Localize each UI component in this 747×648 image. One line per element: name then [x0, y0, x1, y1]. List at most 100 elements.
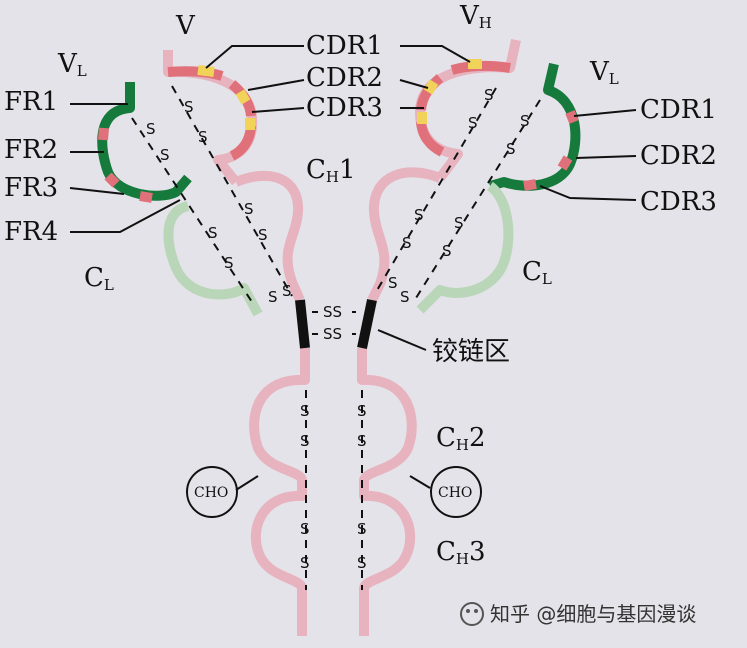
light-right-cdr-red-1 — [565, 110, 579, 124]
center-cdr2-label: CDR2 — [306, 63, 383, 93]
ch3-num: 3 — [469, 537, 486, 567]
s-label: S — [208, 224, 218, 242]
ch3-sub: H — [456, 550, 469, 568]
light-chain-left-cl-domain — [163, 201, 263, 317]
heavy-chain-left-ch1-domain — [234, 170, 305, 303]
s-label: S — [357, 554, 367, 572]
s-label: S — [258, 226, 268, 244]
light-chain-right — [416, 62, 581, 314]
heavy-chain-right-ch1-domain — [367, 167, 442, 303]
leader-right-cdr1 — [573, 109, 637, 117]
s-label: S — [146, 120, 156, 138]
cl-right-sub: L — [542, 270, 552, 288]
ch2-main: C — [436, 423, 456, 453]
ch1-label: CH1 — [306, 155, 356, 186]
cho-left-label: CHO — [194, 485, 228, 501]
hinge-ss-bg-2 — [322, 325, 348, 342]
right-cdr1-label: CDR1 — [640, 95, 717, 125]
hinge-ss-label-2: SS — [323, 325, 342, 343]
right-cdr3-label: CDR3 — [640, 187, 717, 217]
light-right-cdr-red-2 — [557, 155, 573, 171]
s-label: S — [300, 402, 310, 420]
s-label: S — [300, 520, 310, 538]
cl-left-sub: L — [104, 276, 114, 294]
s-label: S — [454, 214, 464, 232]
vl-left-sub: L — [77, 62, 87, 80]
leader-lines — [69, 45, 637, 351]
disulfide-dashes — [131, 85, 541, 590]
leader-left-fr3 — [69, 187, 125, 195]
vl-right-sub: L — [609, 70, 619, 88]
s-label: S — [400, 288, 410, 306]
cho-left-connector — [235, 475, 259, 491]
cho-right-circle — [430, 466, 482, 518]
fr1-label: FR1 — [4, 87, 58, 117]
s-label: S — [484, 86, 494, 104]
center-cdr1-label: CDR1 — [306, 31, 383, 61]
s-label: S — [506, 140, 516, 158]
leader-center-cdr2 — [247, 79, 305, 91]
light-chain-right-cdr-marks — [523, 110, 579, 191]
s-label: S — [357, 402, 367, 420]
ch3-label: CH3 — [436, 537, 486, 568]
heavy-right-cdr-red-3 — [416, 121, 445, 157]
s-label: S — [268, 288, 278, 306]
heavy-right-cdr-marks — [416, 59, 511, 157]
s-label: S — [244, 200, 254, 218]
hinge-ss-bg-1 — [322, 303, 348, 320]
leader-center-cdr1-right — [400, 45, 471, 63]
light-right-cdr-red-3 — [523, 179, 537, 191]
vh-main: V — [459, 1, 480, 31]
s-label: S — [402, 234, 412, 252]
s-label: S — [414, 206, 424, 224]
v-label: V — [175, 11, 196, 41]
ch3-main: C — [436, 537, 456, 567]
vl-right-main: V — [589, 57, 610, 87]
leader-center-cdr3 — [251, 107, 305, 113]
cl-right-label: CL — [522, 257, 552, 288]
light-chain-left — [97, 82, 263, 317]
center-cdr3-label: CDR3 — [306, 93, 383, 123]
cho-left-circle — [186, 466, 238, 518]
vl-left-main: V — [57, 49, 78, 79]
ch1-num: 1 — [339, 155, 356, 185]
cl-left-label: CL — [84, 263, 114, 294]
light-chain-right-cl-domain — [416, 181, 514, 314]
leader-center-cdr2-right — [399, 79, 429, 89]
s-label: S — [442, 242, 452, 260]
heavy-chain-left-fc — [249, 348, 310, 636]
watermark-logo-icon — [460, 602, 484, 626]
right-cdr2-label: CDR2 — [640, 141, 717, 171]
s-label: S — [282, 282, 292, 300]
s-label: S — [224, 254, 234, 272]
watermark-logo-eye-icon — [474, 609, 478, 613]
s-label: S — [300, 432, 310, 450]
hinge-ss-labels: SS SS — [312, 303, 356, 343]
cho-right-connector — [409, 475, 431, 489]
heavy-left-cdr-yellow-1 — [197, 65, 215, 77]
vl-right-label: VL — [589, 57, 619, 88]
dash-left-heavy — [171, 85, 293, 297]
vl-left-label: VL — [57, 49, 87, 80]
s-label: S — [357, 432, 367, 450]
cho-right: CHO — [409, 466, 482, 518]
s-label: S — [357, 520, 367, 538]
vh-label: VH — [459, 1, 492, 32]
watermark-logo-eye-icon — [466, 609, 470, 613]
leader-right-cdr2 — [575, 155, 637, 159]
hinge-region — [295, 298, 377, 350]
cl-left-main: C — [84, 263, 104, 293]
fr4-label: FR4 — [4, 217, 58, 247]
s-label: S — [160, 146, 170, 164]
light-chain-left-cdr-marks — [98, 127, 153, 203]
heavy-right-cdr-yellow-2 — [423, 79, 439, 95]
leader-left-fr4 — [70, 199, 181, 233]
ch2-sub: H — [456, 436, 469, 454]
labels: V VL FR1 FR2 FR3 FR4 CL CDR1 CDR2 CDR3 V… — [4, 1, 717, 626]
hinge-right — [357, 298, 377, 350]
hinge-label: 铰链区 — [432, 337, 510, 367]
heavy-chain-left — [163, 50, 310, 636]
heavy-chain-right-fc — [357, 348, 417, 636]
